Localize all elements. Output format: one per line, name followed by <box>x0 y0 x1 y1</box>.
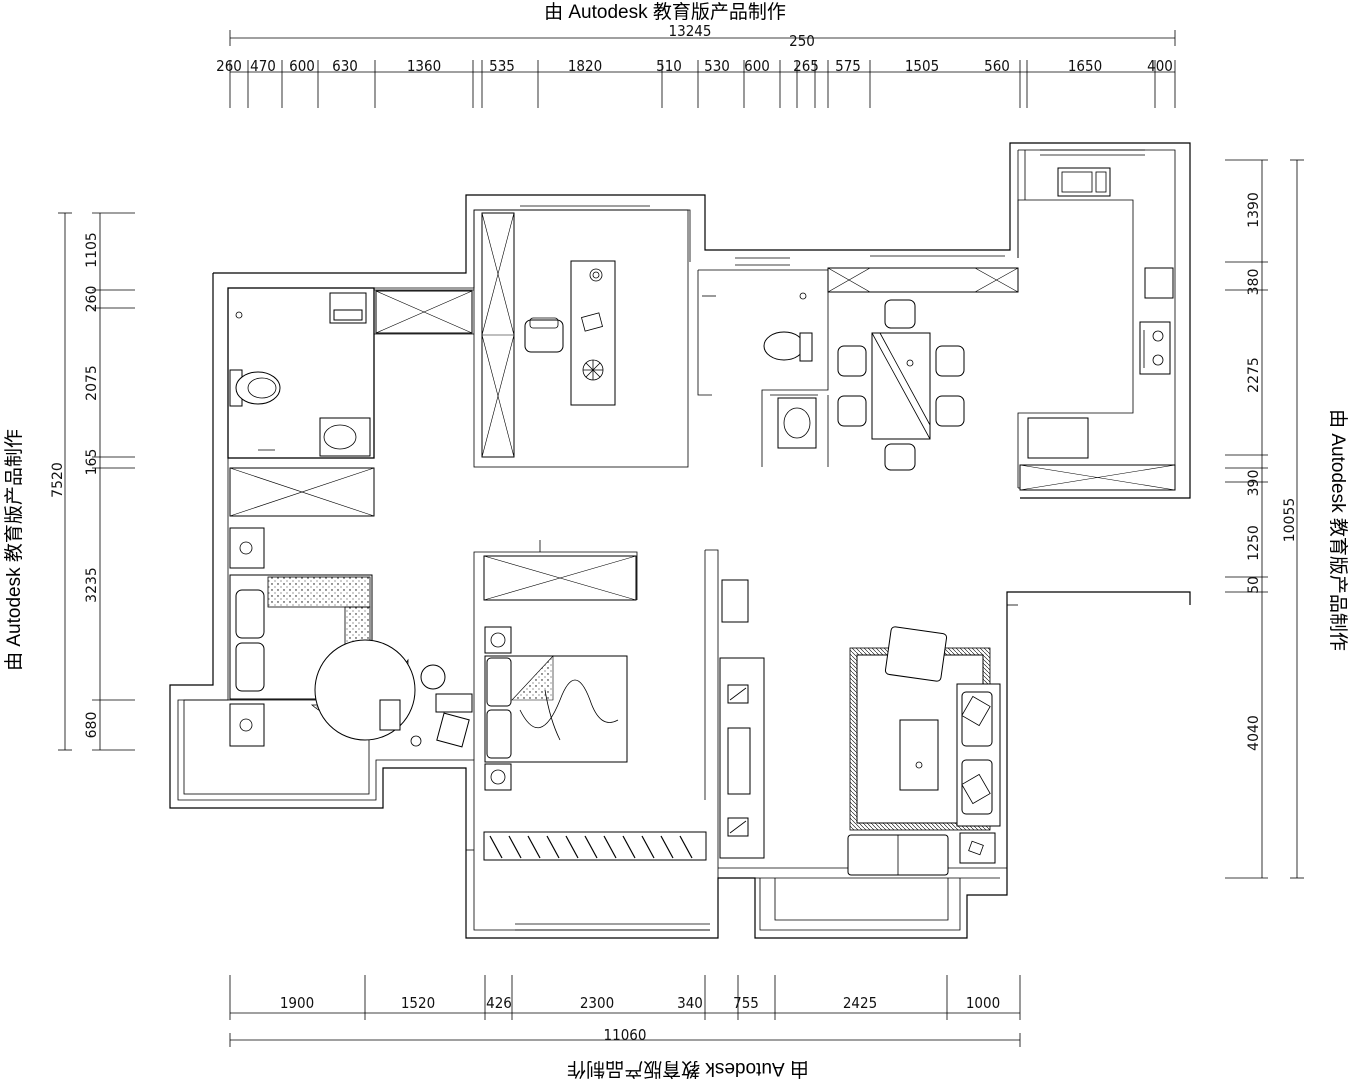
bottom-dimension-segment-label: 426 <box>486 994 512 1012</box>
top-dimension-segment-label: 470 <box>250 57 276 75</box>
study-desk <box>524 260 616 406</box>
right-total-dimension: 10055 <box>1282 498 1298 543</box>
living-room-furniture <box>727 626 1001 876</box>
master-bedroom-furniture <box>484 626 628 791</box>
bottom-dimension-segment-label: 2425 <box>843 994 877 1012</box>
bottom-dimension-segment-label: 1520 <box>401 994 435 1012</box>
top-dimension-segment-label: 265 <box>793 57 819 75</box>
top-dimension-segment-label: 530 <box>704 57 730 75</box>
top-dimension-segment-label: 630 <box>332 57 358 75</box>
top-dimension-segment-label: 575 <box>835 57 861 75</box>
bottom-dimension-chain: 11060 1900 1520 426 2300 340 755 2425 1000 <box>229 975 1021 1047</box>
left-total-dimension: 7520 <box>50 462 66 498</box>
right-dimension-segment-label: 50 <box>1246 576 1262 594</box>
bottom-dimension-segment-label: 2300 <box>580 994 614 1012</box>
top-dimension-segment-label: 600 <box>289 57 315 75</box>
bottom-total-dimension: 11060 <box>604 1026 647 1044</box>
bottom-dimension-segment-label: 1900 <box>280 994 314 1012</box>
top-dimension-segment-label: 510 <box>656 57 682 75</box>
watermark-right: 由 Autodesk 教育版产品制作 <box>1327 409 1349 651</box>
right-dimension-segment-label: 1250 <box>1246 525 1262 561</box>
left-dimension-segment-label: 3235 <box>84 567 100 603</box>
top-dimension-segment-label: 560 <box>984 57 1010 75</box>
watermark-bottom: 由 Autodesk 教育版产品制作 <box>567 1058 809 1080</box>
left-dimension-segment-label: 680 <box>84 712 100 739</box>
top-extra-dimension: 250 <box>789 32 815 50</box>
top-dimension-segment-label: 1505 <box>905 57 939 75</box>
bottom-dimension-segment-label: 755 <box>733 994 759 1012</box>
dining-set <box>837 299 965 471</box>
right-dimension-segment-label: 390 <box>1246 470 1262 497</box>
top-dimension-segment-label: 600 <box>744 57 770 75</box>
top-total-dimension: 13245 <box>669 22 712 40</box>
left-dimension-segment-label: 165 <box>84 449 100 476</box>
top-dimension-segment-label: 400 <box>1147 57 1173 75</box>
watermark-left: 由 Autodesk 教育版产品制作 <box>3 429 25 671</box>
right-dimension-chain: 10055 1390 380 2275 390 1250 50 4040 <box>1225 159 1304 879</box>
top-dimension-segment-label: 260 <box>216 57 242 75</box>
left-dimension-chain: 7520 1105 260 2075 165 3235 680 <box>50 212 135 751</box>
bathroom-2-fixtures <box>702 292 817 449</box>
top-dimension-segment-label: 1650 <box>1068 57 1102 75</box>
left-dimension-segment-label: 1105 <box>84 232 100 268</box>
top-dimension-chain: 13245 250 260 470 600 630 1360 535 1820 510 530 6… <box>216 22 1176 108</box>
right-dimension-segment-label: 1390 <box>1246 192 1262 228</box>
bathroom-1-fixtures <box>229 292 371 457</box>
left-dimension-segment-label: 2075 <box>84 365 100 401</box>
bedroom-2-furniture <box>229 527 473 748</box>
kitchen-fixtures <box>1057 167 1171 375</box>
bottom-dimension-segment-label: 340 <box>677 994 703 1012</box>
right-dimension-segment-label: 380 <box>1246 269 1262 296</box>
walls <box>169 142 1191 939</box>
watermark-top: 由 Autodesk 教育版产品制作 <box>544 1 786 23</box>
top-dimension-segment-label: 535 <box>489 57 515 75</box>
right-dimension-segment-label: 2275 <box>1246 357 1262 393</box>
top-dimension-segment-label: 1360 <box>407 57 441 75</box>
right-dimension-segment-label: 4040 <box>1246 715 1262 751</box>
top-dimension-segment-label: 1820 <box>568 57 602 75</box>
bottom-dimension-segment-label: 1000 <box>966 994 1000 1012</box>
left-dimension-segment-label: 260 <box>84 286 100 313</box>
wardrobe-hangers <box>489 835 693 859</box>
